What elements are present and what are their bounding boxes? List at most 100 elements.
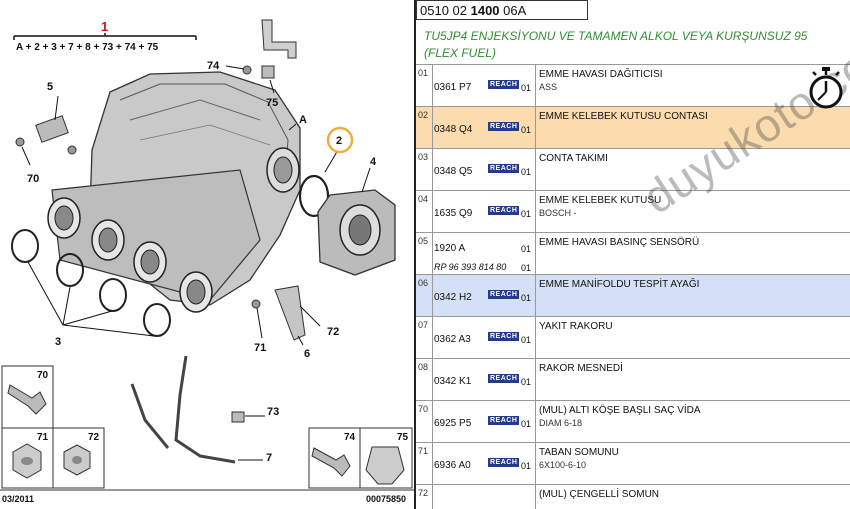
part-ref[interactable]: 0361 P7: [434, 82, 472, 93]
thumb-75[interactable]: 75: [359, 427, 413, 489]
formula-index: 1: [101, 19, 108, 34]
part-ref[interactable]: 1920 A: [434, 243, 466, 254]
part-qty: 01: [521, 244, 532, 254]
fuel-pipe[interactable]: [174, 355, 236, 464]
svg-text:72: 72: [88, 432, 100, 443]
part-name: (MUL) ALTI KÖŞE BAŞLI SAÇ VİDA: [539, 405, 701, 416]
part-ref[interactable]: 0362 A3: [434, 334, 471, 345]
exploded-diagram: 1 A + 2 + 3 + 7 + 8 + 73 + 74 + 75: [0, 19, 414, 504]
part-name: EMME KELEBEK KUTUSU: [539, 195, 662, 206]
callout-72: 72: [327, 326, 339, 338]
part-name: YAKIT RAKORU: [539, 321, 613, 332]
part-qty: 01: [521, 419, 532, 429]
callout-6: 6: [304, 348, 310, 360]
part-qty: 01: [521, 293, 532, 303]
part-spec: ASS: [539, 82, 558, 92]
part-ref[interactable]: 1635 Q9: [434, 208, 473, 219]
callout-73: 73: [267, 406, 279, 418]
part-row-06[interactable]: 06 0342 H2 REACH 01 EMME MANİFOLDU TESPİ…: [416, 274, 850, 316]
part-qty: 01: [521, 167, 532, 177]
part-name: RAKOR MESNEDİ: [539, 363, 623, 374]
callout-4: 4: [370, 156, 377, 168]
reach-badge[interactable]: REACH: [488, 416, 520, 425]
svg-text:70: 70: [37, 370, 49, 381]
diagram-date: 03/2011: [2, 494, 34, 504]
part-name: TABAN SOMUNU: [539, 447, 619, 458]
part-name: EMME KELEBEK KUTUSU CONTASI: [539, 111, 708, 122]
part-ref[interactable]: 0342 H2: [434, 292, 472, 303]
part-row-71[interactable]: 71 6936 A0 REACH 01 TABAN SOMUNU 6X100-6…: [416, 442, 850, 484]
reach-badge[interactable]: REACH: [488, 206, 520, 215]
intake-manifold[interactable]: [47, 71, 301, 313]
callout-5: 5: [47, 81, 53, 93]
part-qty: 01: [521, 83, 532, 93]
parts-table: 01 0361 P7 REACH 01 EMME HAVASI DAĞITICI…: [416, 64, 850, 509]
part-row-08[interactable]: 08 0342 K1 REACH 01 RAKOR MESNEDİ: [416, 358, 850, 400]
reach-badge[interactable]: REACH: [488, 164, 520, 173]
reach-badge[interactable]: REACH: [488, 332, 520, 341]
part-spec: 6X100-6-10: [539, 460, 587, 470]
svg-text:74: 74: [344, 432, 356, 443]
manifold-seals[interactable]: [11, 174, 330, 337]
part-ref[interactable]: 6925 P5: [434, 418, 472, 429]
svg-text:75: 75: [397, 432, 409, 443]
part-qty: 01: [521, 461, 532, 471]
panel-divider[interactable]: [414, 0, 416, 509]
part-row-72[interactable]: 72 (MUL) ÇENGELLİ SOMUN: [416, 484, 850, 509]
part-ref-alt[interactable]: RP 96 393 814 80: [434, 262, 507, 272]
thumb-74[interactable]: 74: [308, 427, 361, 489]
manifold-bracket[interactable]: [274, 285, 306, 341]
callout-70: 70: [27, 173, 39, 185]
thumb-71[interactable]: 71: [1, 427, 54, 489]
part-row-02[interactable]: 02 0348 Q4 REACH 01 EMME KELEBEK KUTUSU …: [416, 106, 850, 148]
part-name: CONTA TAKIMI: [539, 153, 608, 164]
svg-text:71: 71: [37, 432, 49, 443]
callout-75: 75: [266, 97, 278, 109]
part-ref[interactable]: 0342 K1: [434, 376, 472, 387]
part-ref[interactable]: 6936 A0: [434, 460, 471, 471]
callout-74: 74: [207, 60, 220, 72]
part-qty: 01: [521, 377, 532, 387]
reach-badge[interactable]: REACH: [488, 374, 520, 383]
part-spec: DIAM 6-18: [539, 418, 583, 428]
part-row-70[interactable]: 70 6925 P5 REACH 01 (MUL) ALTI KÖŞE BAŞL…: [416, 400, 850, 442]
part-row-01[interactable]: 01 0361 P7 REACH 01 EMME HAVASI DAĞITICI…: [416, 64, 850, 106]
stopwatch-icon[interactable]: [808, 66, 844, 110]
formula-text: A + 2 + 3 + 7 + 8 + 73 + 74 + 75: [16, 42, 159, 53]
part-name: EMME HAVASI BASINÇ SENSÖRÜ: [539, 237, 700, 248]
part-row-03[interactable]: 03 0348 Q5 REACH 01 CONTA TAKIMI: [416, 148, 850, 190]
part-name: EMME MANİFOLDU TESPİT AYAĞI: [539, 279, 700, 290]
exploded-diagram-panel: 1 A + 2 + 3 + 7 + 8 + 73 + 74 + 75: [0, 0, 414, 509]
reach-badge[interactable]: REACH: [488, 122, 520, 131]
thumb-70[interactable]: 70: [1, 365, 54, 429]
callout-a: A: [299, 114, 307, 126]
part-group-code: 0510 02 1400 06A: [416, 0, 588, 20]
thumb-72[interactable]: 72: [52, 427, 105, 489]
top-bracket[interactable]: [242, 19, 297, 79]
part-name: EMME HAVASI DAĞITICISI: [539, 69, 663, 80]
part-qty: 01: [521, 125, 532, 135]
callout-7: 7: [266, 452, 272, 464]
part-spec: BOSCH -: [539, 208, 577, 218]
reach-badge[interactable]: REACH: [488, 80, 520, 89]
part-qty: 01: [521, 209, 532, 219]
throttle-body[interactable]: [317, 189, 396, 276]
part-name: (MUL) ÇENGELLİ SOMUN: [539, 489, 660, 500]
part-qty-alt: 01: [521, 263, 532, 273]
part-ref[interactable]: 0348 Q4: [434, 124, 473, 135]
reach-badge[interactable]: REACH: [488, 290, 520, 299]
callout-71: 71: [254, 342, 266, 354]
part-row-04[interactable]: 04 1635 Q9 REACH 01 EMME KELEBEK KUTUSU …: [416, 190, 850, 232]
parts-list-panel: 0510 02 1400 06A TU5JP4 ENJEKSİYONU VE T…: [416, 0, 850, 509]
pressure-sensor[interactable]: [35, 115, 77, 155]
callout-2-highlight[interactable]: [326, 126, 354, 154]
drawing-number: 00075850: [366, 494, 406, 504]
reach-badge[interactable]: REACH: [488, 458, 520, 467]
callout-3: 3: [55, 336, 61, 348]
part-qty: 01: [521, 335, 532, 345]
part-row-05[interactable]: 05 1920 A RP 96 393 814 80 01 01 EMME HA…: [416, 232, 850, 274]
part-ref[interactable]: 0348 Q5: [434, 166, 473, 177]
part-row-07[interactable]: 07 0362 A3 REACH 01 YAKIT RAKORU: [416, 316, 850, 358]
engine-description: TU5JP4 ENJEKSİYONU VE TAMAMEN ALKOL VEYA…: [424, 29, 808, 60]
callout-2: 2: [336, 135, 342, 147]
